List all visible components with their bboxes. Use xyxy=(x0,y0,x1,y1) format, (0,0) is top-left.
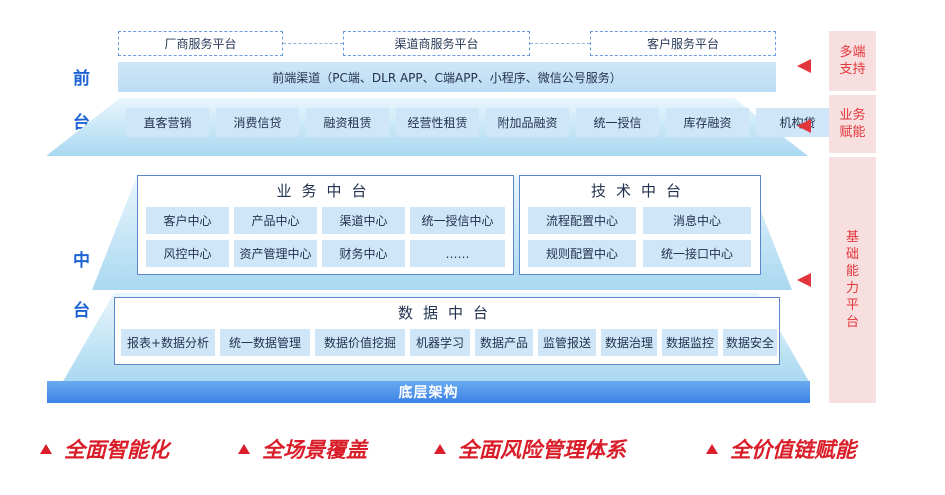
data-center-item: 机器学习 xyxy=(410,329,470,356)
multi-terminal-support: 多端支持 xyxy=(829,31,876,91)
tech-center-title: 技术中台 xyxy=(590,182,691,200)
customer-service-platform: 客户服务平台 xyxy=(590,31,776,56)
front-layer-label-1: 前 xyxy=(73,69,90,89)
middle-layer-label-2: 台 xyxy=(73,301,90,321)
business-center-item: …… xyxy=(410,240,505,267)
data-center-title: 数据中台 xyxy=(397,304,498,322)
triangle-icon xyxy=(434,444,446,454)
business-center-item: 渠道中心 xyxy=(322,207,405,234)
tech-center-item: 统一接口中心 xyxy=(643,240,751,267)
left-arrow-icon xyxy=(797,273,811,287)
business-item: 附加品融资 xyxy=(486,108,569,137)
dealer-service-platform: 渠道商服务平台 xyxy=(343,31,530,56)
data-center-item: 数据产品 xyxy=(475,329,533,356)
business-item: 融资租赁 xyxy=(306,108,389,137)
data-center-item: 数据价值挖掘 xyxy=(315,329,405,356)
business-center-item: 财务中心 xyxy=(322,240,405,267)
business-enablement: 业务赋能 xyxy=(829,95,876,153)
business-item: 统一授信 xyxy=(576,108,659,137)
slogan-text: 全面智能化 xyxy=(64,438,169,462)
tech-center-panel: 技术中台 流程配置中心 消息中心 规则配置中心 统一接口中心 xyxy=(519,175,761,275)
data-center-panel: 数据中台 报表+数据分析 统一数据管理 数据价值挖掘 机器学习 数据产品 监管报… xyxy=(114,297,780,365)
tech-center-item: 规则配置中心 xyxy=(528,240,636,267)
left-arrow-icon xyxy=(797,119,811,133)
base-architecture-bar: 底层架构 xyxy=(47,381,810,403)
base-capability-char: 基 xyxy=(845,230,859,245)
tech-center-item: 消息中心 xyxy=(643,207,751,234)
slogan-item: 全面智能化 xyxy=(40,434,169,464)
slogan-item: 全面风险管理体系 xyxy=(434,434,626,464)
data-center-item: 报表+数据分析 xyxy=(121,329,215,356)
left-arrow-icon xyxy=(797,59,811,73)
slogan-item: 全价值链赋能 xyxy=(706,434,856,464)
slogan-text: 全价值链赋能 xyxy=(730,438,856,462)
vendor-service-platform: 厂商服务平台 xyxy=(118,31,283,56)
front-business-row: 直客营销 消费信贷 融资租赁 经营性租赁 附加品融资 统一授信 库存融资 机构贷 xyxy=(126,108,839,137)
dash-connector xyxy=(283,43,343,44)
slogan-text: 全场景覆盖 xyxy=(262,438,367,462)
data-center-item: 数据监控 xyxy=(662,329,718,356)
middle-layer-label-1: 中 xyxy=(73,251,90,271)
triangle-icon xyxy=(706,444,718,454)
data-center-item: 监管报送 xyxy=(538,329,596,356)
slogan-text: 全面风险管理体系 xyxy=(458,438,626,462)
front-channel-bar: 前端渠道（PC端、DLR APP、C端APP、小程序、微信公号服务） xyxy=(118,62,776,92)
business-center-item: 客户中心 xyxy=(146,207,229,234)
business-item: 消费信贷 xyxy=(216,108,299,137)
base-capability-char: 能 xyxy=(845,264,859,279)
business-item: 直客营销 xyxy=(126,108,209,137)
dash-connector xyxy=(530,43,590,44)
business-center-item: 产品中心 xyxy=(234,207,317,234)
triangle-icon xyxy=(40,444,52,454)
business-center-panel: 业务中台 客户中心 产品中心 渠道中心 统一授信中心 风控中心 资产管理中心 财… xyxy=(137,175,514,275)
base-capability-platform: 基 础 能 力 平 台 xyxy=(829,157,876,403)
data-center-item: 数据安全 xyxy=(723,329,777,356)
business-item: 库存融资 xyxy=(666,108,749,137)
base-capability-char: 力 xyxy=(845,281,859,296)
business-center-item: 风控中心 xyxy=(146,240,229,267)
business-center-item: 资产管理中心 xyxy=(234,240,317,267)
slogan-item: 全场景覆盖 xyxy=(238,434,367,464)
data-center-item: 数据治理 xyxy=(601,329,657,356)
base-capability-char: 台 xyxy=(845,315,859,330)
tech-center-item: 流程配置中心 xyxy=(528,207,636,234)
base-capability-char: 平 xyxy=(845,298,859,313)
triangle-icon xyxy=(238,444,250,454)
business-item: 经营性租赁 xyxy=(396,108,479,137)
business-center-title: 业务中台 xyxy=(276,182,377,200)
base-capability-char: 础 xyxy=(845,247,859,262)
business-center-item: 统一授信中心 xyxy=(410,207,505,234)
data-center-item: 统一数据管理 xyxy=(220,329,310,356)
